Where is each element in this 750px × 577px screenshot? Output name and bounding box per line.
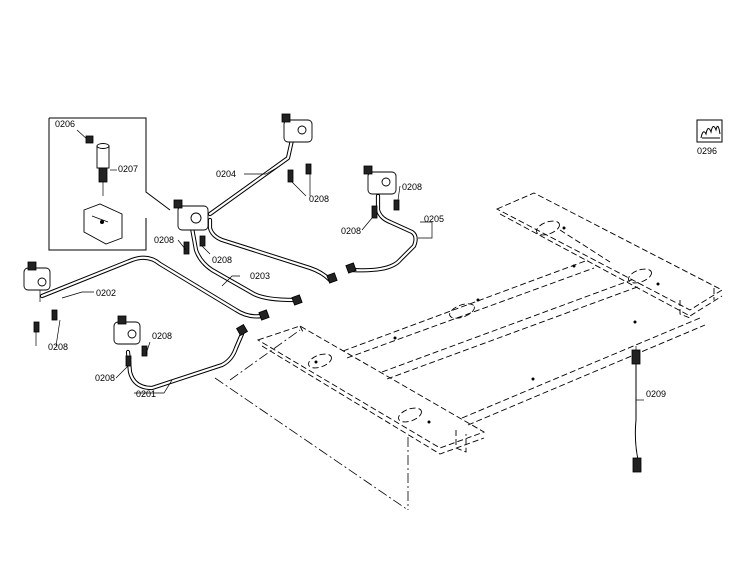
part-label-0206: 0206: [55, 119, 75, 129]
gas-valve-right: [363, 165, 400, 219]
gas-valve-front: [113, 315, 148, 367]
part-label-0203: 0203: [250, 271, 270, 281]
part-label-0207: 0207: [118, 164, 138, 174]
ignition-cable: [631, 346, 642, 473]
burner-frame: [256, 192, 723, 455]
pipe-fittings: [235, 262, 357, 337]
part-label-0208-g: 0208: [341, 226, 361, 236]
projection-lines: [214, 329, 409, 511]
part-label-0208-c: 0208: [152, 331, 172, 341]
part-label-0208-h: 0208: [402, 182, 422, 192]
detail-inset: [48, 117, 171, 251]
part-label-0208-b: 0208: [95, 373, 115, 383]
gas-pipes: [39, 137, 418, 391]
part-label-0201: 0201: [136, 389, 156, 399]
part-label-0296: 0296: [697, 146, 717, 156]
part-label-0208-a: 0208: [48, 342, 68, 352]
part-label-0202: 0202: [96, 288, 116, 298]
gas-valve-top: [281, 113, 313, 183]
part-label-0209: 0209: [646, 389, 666, 399]
leader-lines: [35, 165, 644, 401]
part-label-0208-d: 0208: [154, 235, 174, 245]
part-label-0208-e: 0208: [212, 255, 232, 265]
part-label-0204: 0204: [216, 169, 236, 179]
flame-symbol-icon: [696, 119, 723, 143]
gas-valve-center: [173, 199, 209, 255]
part-label-0205: 0205: [424, 214, 444, 224]
part-label-0208-f: 0208: [309, 194, 329, 204]
gas-valve-left: [23, 261, 58, 333]
